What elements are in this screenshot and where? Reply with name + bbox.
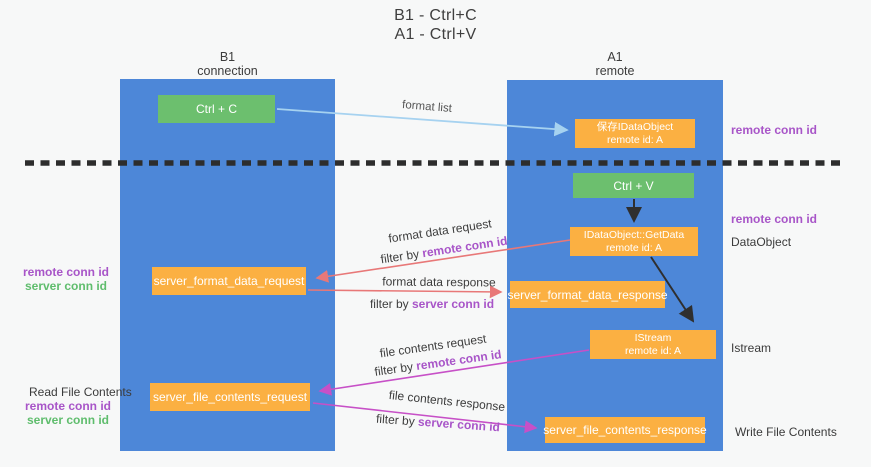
annotation-read-file-contents: Read File Contents (29, 385, 132, 399)
b1-subtitle: connection (197, 64, 258, 78)
server-file-contents-request-label: server_file_contents_request (152, 390, 308, 404)
server-file-contents-response-label: server_file_contents_response (543, 423, 707, 437)
filter-key-2: server conn id (411, 297, 495, 311)
a1-subtitle: remote (595, 64, 635, 78)
server-file-contents-request-box: server_file_contents_request (150, 383, 310, 411)
save-dataobject-line1: 保存IDataObject (596, 120, 674, 133)
istream-box: IStream remote id: A (590, 330, 716, 359)
diagram-title: B1 - Ctrl+C A1 - Ctrl+V (0, 6, 871, 44)
b1-title: B1 (219, 50, 236, 64)
arrow-file-contents-response (312, 402, 538, 434)
column-header-b1: B1 connection (120, 50, 335, 78)
save-dataobject-line2: remote id: A (606, 133, 664, 146)
ctrl-c-label: Ctrl + C (195, 102, 237, 116)
getdata-line1: IDataObject::GetData (583, 228, 685, 241)
annotation-remote-conn-id-mid: remote conn id (731, 212, 818, 226)
label-format-data-response: format data response (382, 274, 496, 290)
arrow-format-data-request (315, 239, 571, 283)
annotation-conn-ids-bottom: remote conn id server conn id (25, 399, 112, 427)
server-format-data-request-label: server_format_data_request (153, 274, 305, 288)
title-line-1: B1 - Ctrl+C (394, 7, 477, 24)
save-dataobject-box: 保存IDataObject remote id: A (575, 119, 695, 148)
title-line-2: A1 - Ctrl+V (394, 26, 477, 43)
ctrl-v-label: Ctrl + V (613, 178, 654, 193)
ctrl-c-box: Ctrl + C (158, 95, 275, 123)
server-file-contents-response-box: server_file_contents_response (543, 417, 707, 443)
annotation-server-conn-id-bottom: server conn id (26, 412, 110, 427)
server-format-data-request-box: server_format_data_request (152, 267, 306, 295)
arrow-format-list (276, 108, 569, 137)
filter-prefix-4: filter by (375, 411, 419, 429)
annotation-dataobject: DataObject (731, 235, 792, 249)
column-header-a1: A1 remote (507, 50, 723, 78)
annotation-remote-conn-id-left: remote conn id (23, 265, 110, 279)
getdata-box: IDataObject::GetData remote id: A (570, 227, 698, 256)
annotation-conn-ids-mid: remote conn id server conn id (23, 265, 109, 293)
label-filter-by-server-conn-id-1: filter by server conn id (370, 297, 494, 311)
server-format-data-response-box: server_format_data_response (507, 281, 668, 308)
arrow-getdata-to-istream (650, 256, 695, 323)
istream-line2: remote id: A (624, 344, 682, 357)
ctrl-v-box: Ctrl + V (573, 173, 694, 198)
server-format-data-response-label: server_format_data_response (507, 287, 668, 302)
annotation-server-conn-id-left: server conn id (24, 279, 108, 293)
arrow-file-contents-request (318, 349, 590, 396)
annotation-remote-conn-id-bottom: remote conn id (25, 399, 112, 413)
filter-prefix-2: filter by (369, 297, 412, 311)
annotation-istream: Istream (731, 341, 772, 355)
a1-title: A1 (607, 50, 623, 64)
istream-line1: IStream (634, 331, 672, 344)
getdata-line2: remote id: A (605, 241, 663, 254)
arrow-format-data-response (307, 285, 503, 299)
annotation-write-file-contents: Write File Contents (735, 425, 837, 439)
annotation-remote-conn-id-top: remote conn id (731, 123, 818, 137)
